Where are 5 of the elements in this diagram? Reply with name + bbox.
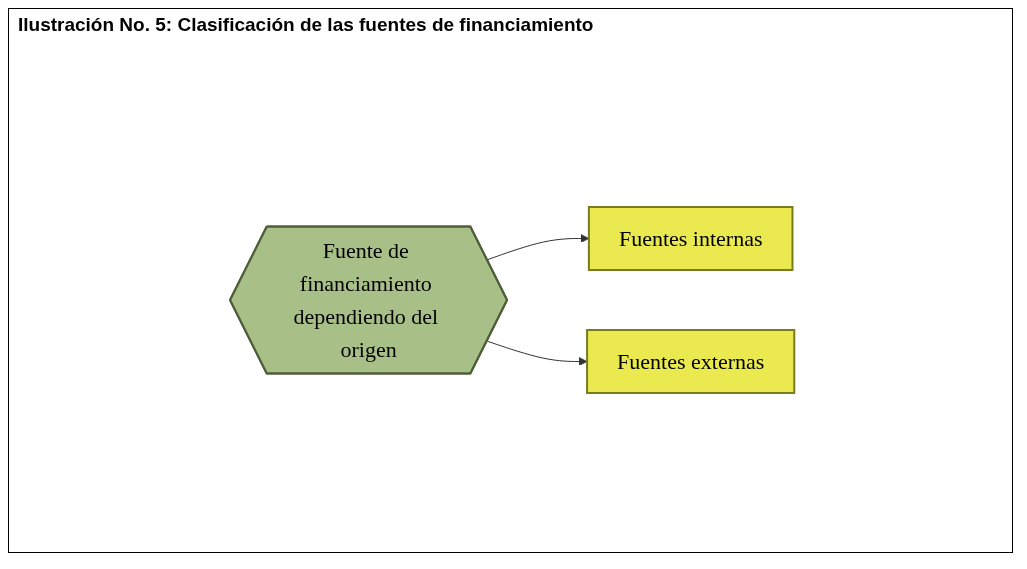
node-box: Fuentes internas xyxy=(588,206,794,271)
node-box: Fuentes externas xyxy=(586,329,796,394)
arrow xyxy=(487,340,588,366)
arrow xyxy=(487,234,590,261)
diagram-title: Ilustración No. 5: Clasificación de las fuentes de financiamiento xyxy=(18,14,594,36)
